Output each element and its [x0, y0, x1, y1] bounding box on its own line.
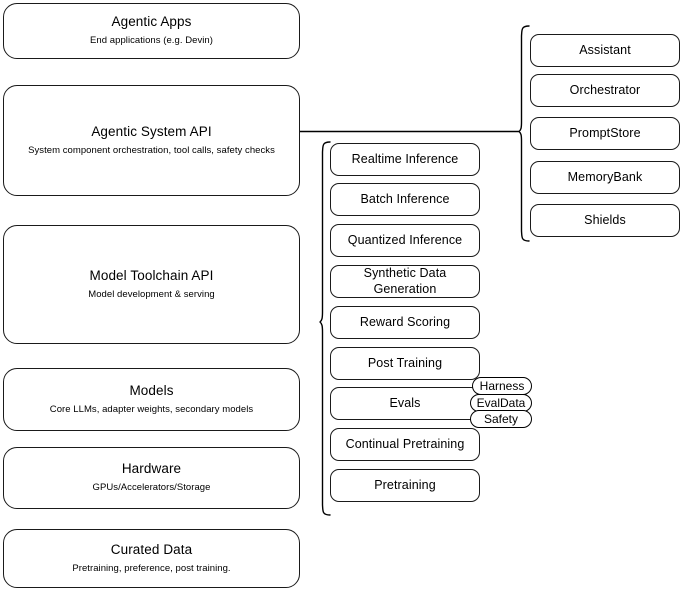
layer-model-toolchain-api[interactable]: Model Toolchain API Model development & …: [3, 225, 300, 344]
toolchain-item-label: Evals: [389, 395, 421, 410]
layer-subtitle: End applications (e.g. Devin): [90, 35, 213, 47]
layer-title: Models: [129, 382, 174, 398]
toolchain-item-realtime-inference[interactable]: Realtime Inference: [330, 143, 480, 176]
toolchain-item-synthetic-data-generation[interactable]: Synthetic Data Generation: [330, 265, 480, 298]
layer-agentic-apps[interactable]: Agentic Apps End applications (e.g. Devi…: [3, 3, 300, 59]
toolchain-item-label: Continual Pretraining: [345, 436, 465, 451]
toolchain-item-label: Post Training: [367, 355, 443, 370]
layer-curated-data[interactable]: Curated Data Pretraining, preference, po…: [3, 529, 300, 588]
system-component-label: PromptStore: [569, 125, 641, 140]
system-component-shields[interactable]: Shields: [530, 204, 680, 237]
layer-subtitle: Core LLMs, adapter weights, secondary mo…: [49, 403, 254, 415]
layer-models[interactable]: Models Core LLMs, adapter weights, secon…: [3, 368, 300, 431]
toolchain-item-post-training[interactable]: Post Training: [330, 347, 480, 380]
system-component-label: Assistant: [579, 42, 631, 57]
toolchain-item-label: Pretraining: [374, 477, 436, 492]
toolchain-item-pretraining[interactable]: Pretraining: [330, 469, 480, 502]
layer-title: Hardware: [121, 461, 182, 477]
toolchain-item-label: Quantized Inference: [347, 232, 463, 247]
toolchain-item-evals[interactable]: Evals: [330, 387, 480, 420]
system-component-label: Shields: [584, 212, 626, 227]
layer-title: Model Toolchain API: [89, 267, 214, 283]
toolchain-item-label: Synthetic Data Generation: [363, 265, 447, 296]
toolchain-item-quantized-inference[interactable]: Quantized Inference: [330, 224, 480, 257]
layer-title: Agentic Apps: [111, 14, 192, 30]
eval-pill-label: Harness: [479, 379, 525, 393]
brace-toolchain-items: [319, 141, 331, 516]
system-component-orchestrator[interactable]: Orchestrator: [530, 74, 680, 107]
brace-system-components: [518, 25, 530, 242]
layer-subtitle: GPUs/Accelerators/Storage: [92, 482, 211, 494]
system-component-label: Orchestrator: [569, 82, 641, 97]
layer-title: Curated Data: [110, 541, 193, 557]
layer-subtitle: Pretraining, preference, post training.: [72, 562, 231, 574]
toolchain-item-label: Batch Inference: [360, 191, 450, 206]
toolchain-item-batch-inference[interactable]: Batch Inference: [330, 183, 480, 216]
toolchain-item-reward-scoring[interactable]: Reward Scoring: [330, 306, 480, 339]
system-component-assistant[interactable]: Assistant: [530, 34, 680, 67]
layer-agentic-system-api[interactable]: Agentic System API System component orch…: [3, 85, 300, 196]
eval-pill-label: Safety: [483, 412, 519, 426]
eval-pill-label: EvalData: [476, 396, 526, 410]
toolchain-item-label: Reward Scoring: [359, 314, 451, 329]
system-component-label: MemoryBank: [567, 169, 643, 184]
system-component-promptstore[interactable]: PromptStore: [530, 117, 680, 150]
toolchain-item-label: Realtime Inference: [351, 151, 459, 166]
eval-pill-harness[interactable]: Harness: [472, 377, 532, 395]
toolchain-item-continual-pretraining[interactable]: Continual Pretraining: [330, 428, 480, 461]
layer-title: Agentic System API: [91, 123, 212, 139]
system-component-memorybank[interactable]: MemoryBank: [530, 161, 680, 194]
eval-pill-safety[interactable]: Safety: [470, 410, 532, 428]
layer-hardware[interactable]: Hardware GPUs/Accelerators/Storage: [3, 447, 300, 509]
layer-subtitle: System component orchestration, tool cal…: [28, 144, 275, 156]
layer-subtitle: Model development & serving: [88, 288, 215, 300]
